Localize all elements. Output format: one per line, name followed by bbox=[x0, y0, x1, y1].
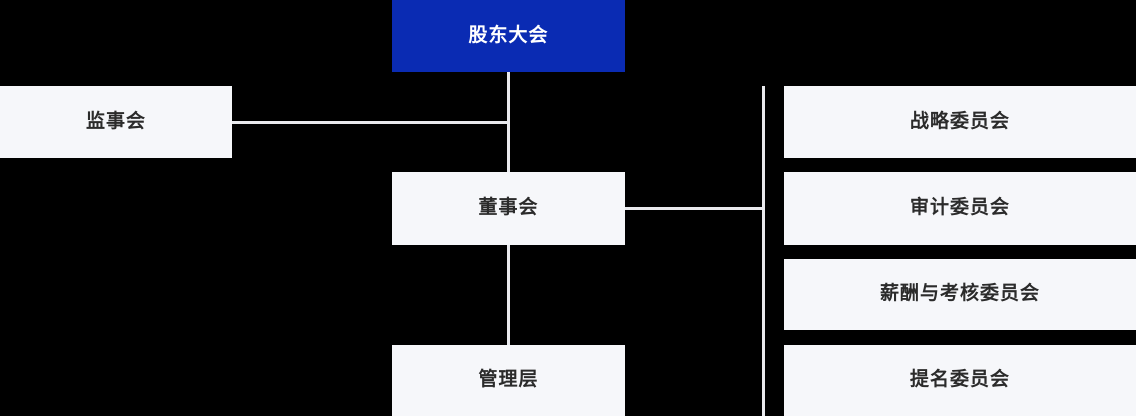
node-nomination-committee[interactable]: 提名委员会 bbox=[784, 345, 1136, 416]
node-shareholders-meeting[interactable]: 股东大会 bbox=[392, 0, 625, 72]
node-strategy-committee[interactable]: 战略委员会 bbox=[784, 86, 1136, 158]
node-management[interactable]: 管理层 bbox=[392, 345, 625, 416]
node-remuneration-and-appraisal-committee[interactable]: 薪酬与考核委员会 bbox=[784, 259, 1136, 330]
connector-committee-rail bbox=[762, 86, 765, 416]
connector-board-to-management bbox=[507, 245, 510, 345]
node-audit-committee[interactable]: 审计委员会 bbox=[784, 172, 1136, 245]
node-board-of-supervisors[interactable]: 监事会 bbox=[0, 86, 232, 158]
connector-shareholders-to-supervisors bbox=[232, 121, 510, 124]
node-board-of-directors[interactable]: 董事会 bbox=[392, 172, 625, 245]
connector-board-to-committee-rail bbox=[625, 207, 765, 210]
